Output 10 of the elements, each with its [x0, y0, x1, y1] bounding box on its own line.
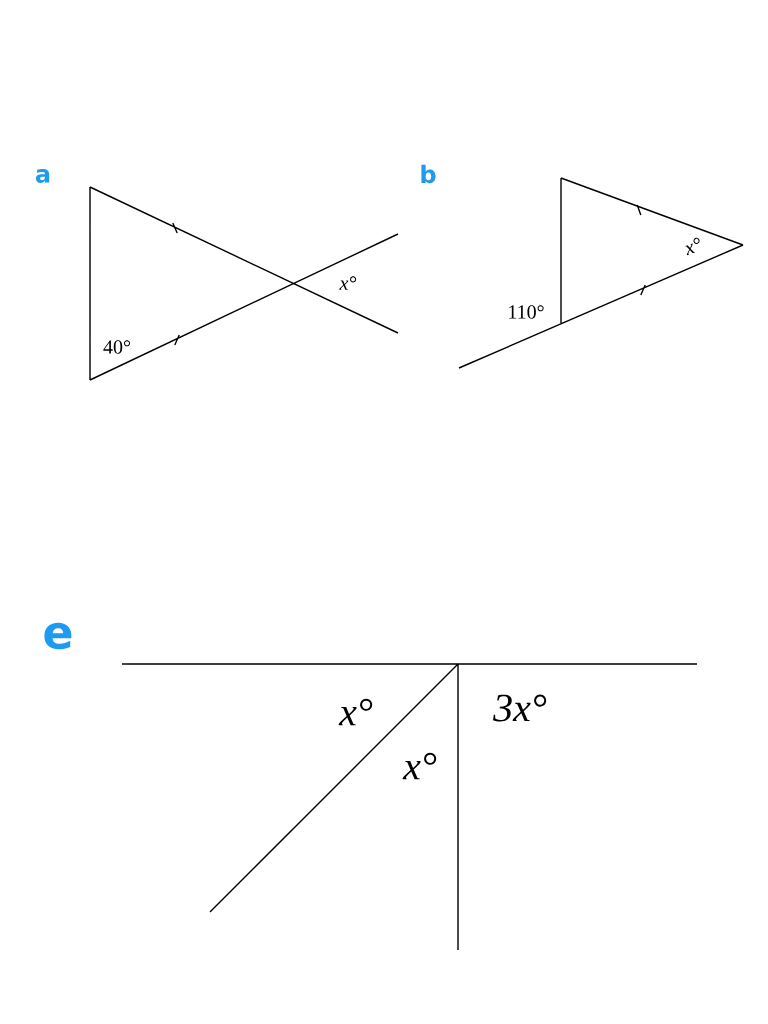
angle-label: 110° [509, 305, 544, 319]
angle-label: x° [402, 752, 437, 780]
angle-label: 40° [103, 340, 131, 354]
panel-letter: e [44, 622, 72, 650]
panel-letter: b [421, 164, 436, 184]
angle-label: x° [685, 237, 700, 256]
angle-label: x° [338, 698, 373, 726]
angle-label: x° [339, 276, 357, 290]
panel-letter: a [35, 169, 50, 183]
angle-label: 3x° [493, 694, 547, 722]
